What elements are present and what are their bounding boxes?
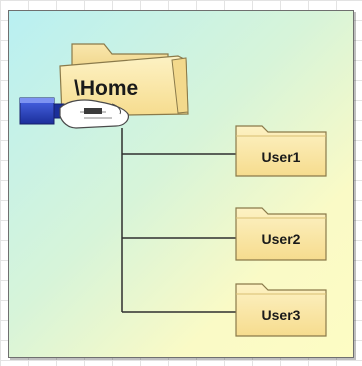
folder-icon xyxy=(235,125,327,177)
child-folder-user3: User3 xyxy=(235,283,327,337)
sharing-hand-icon xyxy=(59,99,129,129)
child-folder-label: User3 xyxy=(262,307,301,323)
shared-folder-icon: \Home xyxy=(19,43,189,129)
tree-connectors xyxy=(121,128,236,313)
root-folder-label: \Home xyxy=(74,77,138,100)
child-folder-label: User2 xyxy=(262,231,301,247)
child-folder-user2: User2 xyxy=(235,207,327,261)
child-folder-user1: User1 xyxy=(235,125,327,177)
folder-icon xyxy=(235,283,327,337)
child-folder-label: User1 xyxy=(262,149,301,165)
folder-icon xyxy=(235,207,327,261)
network-cable-icon xyxy=(19,97,65,125)
